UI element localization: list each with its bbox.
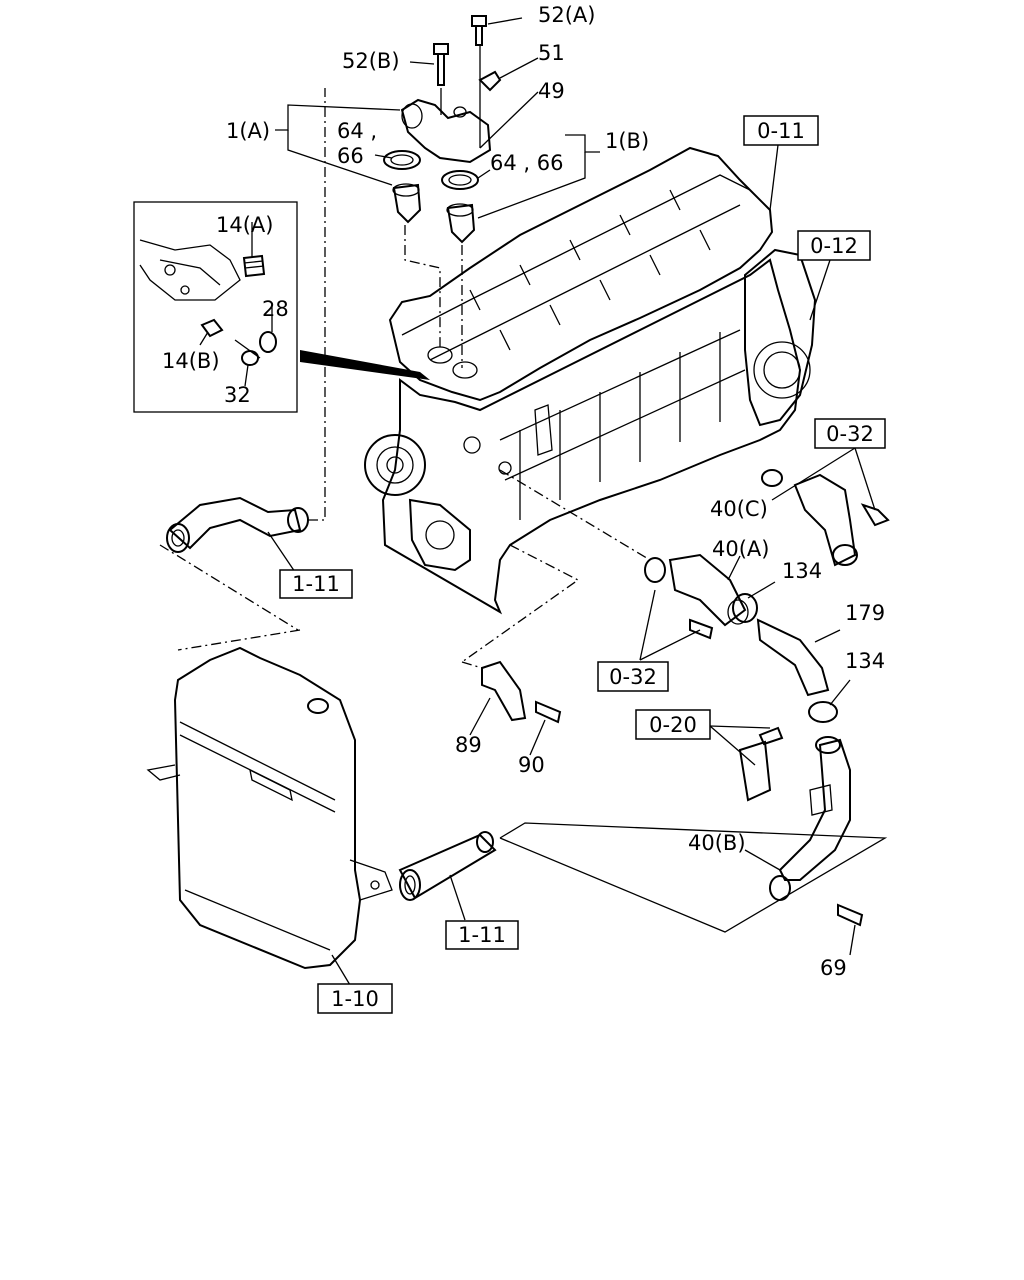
label-90: 90 xyxy=(518,753,545,777)
water-pipes xyxy=(461,447,890,956)
svg-text:1-10: 1-10 xyxy=(331,987,379,1011)
svg-text:0-32: 0-32 xyxy=(826,422,874,446)
upper-radiator-hose xyxy=(159,88,326,651)
ref-box-1-11-upper[interactable]: 1-11 xyxy=(279,569,353,599)
label-49: 49 xyxy=(538,79,565,103)
ref-box-0-12[interactable]: 0-12 xyxy=(797,230,871,261)
label-64-66-a2: 66 xyxy=(337,144,364,168)
engine-block xyxy=(364,146,817,615)
label-64-66-a1: 64 , xyxy=(337,119,377,143)
label-89: 89 xyxy=(455,733,482,757)
ref-box-0-11[interactable]: 0-11 xyxy=(743,115,819,146)
svg-text:1-11: 1-11 xyxy=(458,923,506,947)
label-134-upper: 134 xyxy=(782,559,822,583)
label-1a: 1(A) xyxy=(226,119,270,143)
label-51: 51 xyxy=(538,41,565,65)
label-32: 32 xyxy=(224,383,251,407)
svg-text:1-11: 1-11 xyxy=(292,572,340,596)
lower-radiator-hose xyxy=(398,822,888,933)
svg-text:0-11: 0-11 xyxy=(757,119,805,143)
bracket-89 xyxy=(461,660,562,756)
label-1b: 1(B) xyxy=(605,129,649,153)
label-leaders xyxy=(275,17,831,321)
ref-box-1-11-lower[interactable]: 1-11 xyxy=(445,920,519,950)
label-14a: 14(A) xyxy=(216,213,273,237)
ref-box-0-20[interactable]: 0-20 xyxy=(635,709,711,740)
thermostat-parts xyxy=(383,150,479,368)
label-52a: 52(A) xyxy=(538,3,595,27)
label-40a: 40(A) xyxy=(712,537,769,561)
label-52b: 52(B) xyxy=(342,49,400,73)
label-40c: 40(C) xyxy=(710,497,768,521)
label-64-66-b: 64 , 66 xyxy=(490,151,563,175)
label-40b: 40(B) xyxy=(688,831,746,855)
label-14b: 14(B) xyxy=(162,349,220,373)
label-179: 179 xyxy=(845,601,885,625)
thermostat-housing xyxy=(400,15,502,164)
label-28: 28 xyxy=(262,297,289,321)
part-labels: 52(A) 52(B) 51 49 1(A) 64 , 66 1(B) 64 ,… xyxy=(162,3,885,980)
label-134-lower: 134 xyxy=(845,649,885,673)
detail-arrow xyxy=(300,350,430,380)
svg-text:0-12: 0-12 xyxy=(810,234,858,258)
svg-text:0-32: 0-32 xyxy=(609,665,657,689)
ref-box-0-32-lower[interactable]: 0-32 xyxy=(597,661,669,692)
ref-box-1-10[interactable]: 1-10 xyxy=(317,983,393,1014)
detail-inset xyxy=(133,201,298,413)
svg-text:0-20: 0-20 xyxy=(649,713,697,737)
ref-box-0-32-upper[interactable]: 0-32 xyxy=(814,418,886,449)
radiator xyxy=(146,646,393,986)
label-69: 69 xyxy=(820,956,847,980)
